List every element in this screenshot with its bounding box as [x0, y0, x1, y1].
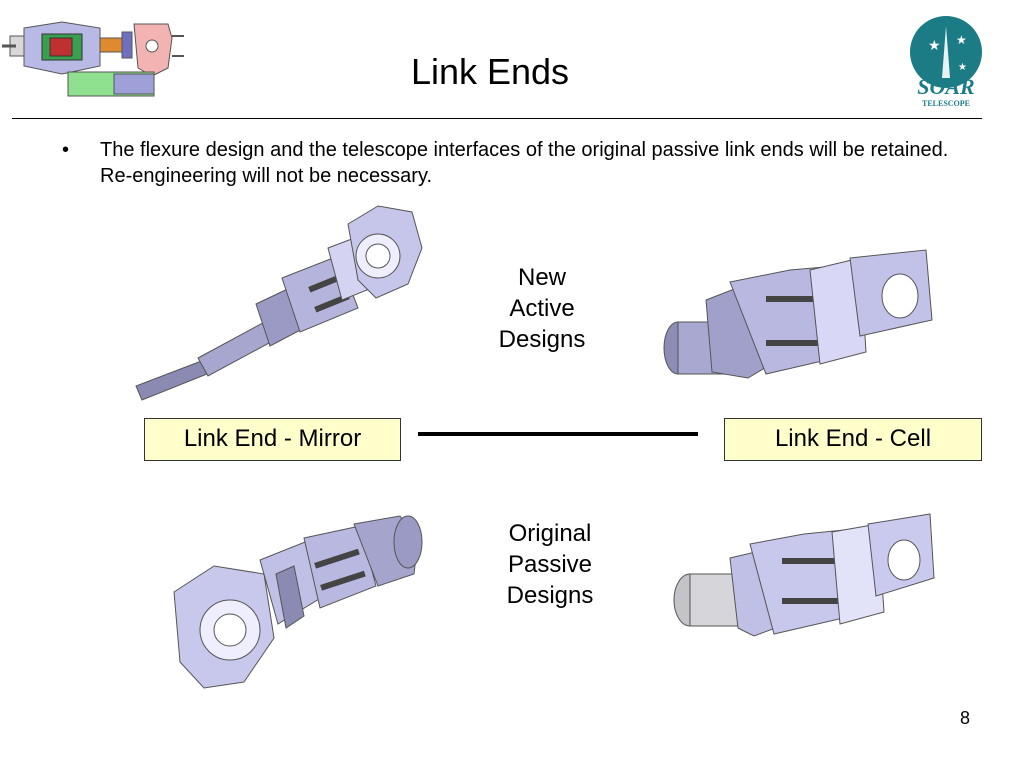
- new-mirror-link-end-image: [135, 205, 423, 401]
- caption-original-line2: Passive: [507, 551, 593, 578]
- caption-original-passive: Original Passive Designs: [488, 518, 612, 611]
- caption-original-line1: Original: [508, 520, 592, 547]
- connector-line: [418, 432, 698, 436]
- soar-logo-mark: ★ ★ ★ SOAR TELESCOPE: [910, 16, 982, 108]
- original-mirror-link-end-image: [173, 515, 423, 689]
- svg-text:★: ★: [958, 62, 967, 73]
- caption-new-active: New Active Designs: [480, 262, 604, 355]
- caption-new-line2: Active: [509, 295, 575, 322]
- assembly-thumbnail: [2, 21, 184, 97]
- caption-new-line1: New: [517, 264, 566, 291]
- logo-line1: SOAR: [917, 74, 974, 99]
- logo-line2: TELESCOPE: [922, 99, 970, 108]
- label-link-end-cell: Link End - Cell: [724, 418, 982, 461]
- page-number: 8: [959, 708, 970, 728]
- caption-new-line3: Designs: [498, 326, 586, 353]
- new-cell-link-end-image: [663, 249, 933, 379]
- bullet-text: The flexure design and the telescope int…: [100, 139, 949, 187]
- svg-text:★: ★: [956, 33, 967, 47]
- soar-logo: ★ ★ ★ SOAR TELESCOPE: [906, 14, 986, 114]
- caption-original-line3: Designs: [506, 582, 594, 609]
- title-divider: [12, 118, 982, 119]
- bullet-symbol: •: [62, 139, 70, 161]
- original-cell-link-end-image: [673, 513, 935, 637]
- slide-title: Link Ends: [410, 51, 570, 92]
- svg-text:★: ★: [928, 38, 941, 54]
- label-link-end-mirror: Link End - Mirror: [144, 418, 401, 461]
